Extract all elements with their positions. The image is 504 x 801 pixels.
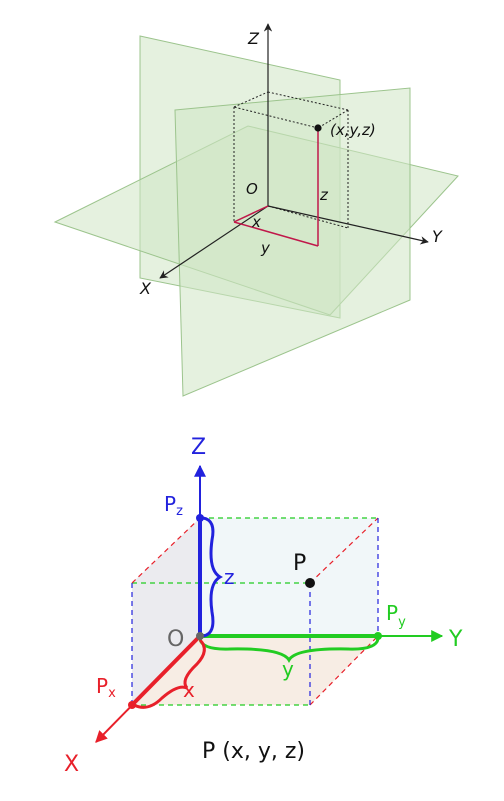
x-axis-label-bottom: X	[64, 752, 79, 777]
yz-face	[200, 518, 378, 636]
projection-box	[131, 517, 379, 706]
x-axis-label: X	[139, 279, 152, 298]
y-brace	[198, 638, 380, 663]
z-axis-label: Z	[247, 29, 260, 48]
origin-label-bottom: O	[167, 627, 184, 652]
origin-dot	[196, 632, 204, 640]
coord-x-label: x	[251, 213, 261, 231]
coord-y-label: y	[260, 239, 271, 257]
point-p-dot	[305, 578, 315, 588]
px-dot	[128, 701, 136, 709]
point-p-label: P	[293, 551, 306, 576]
x-brace	[133, 638, 206, 709]
xy-face	[132, 636, 378, 705]
pz-dot	[196, 514, 204, 522]
pz-label: Pz	[164, 492, 183, 519]
bottom-diagram: Z Y X O P Pz Py Px z y x P (x, y, z)	[64, 435, 463, 777]
coord-z-label: z	[319, 186, 329, 204]
px-label: Px	[96, 674, 116, 701]
z-brace	[202, 516, 223, 638]
x-segment	[130, 634, 202, 707]
y-brace-label: y	[282, 657, 294, 681]
x-axis	[159, 205, 269, 279]
caption: P (x, y, z)	[202, 739, 305, 764]
y-axis	[267, 205, 429, 245]
point-marker	[314, 124, 322, 132]
xz-face	[132, 518, 200, 705]
x-brace-label: x	[183, 678, 195, 702]
z-axis-label-bottom: Z	[191, 435, 206, 460]
y-axis-label: Y	[432, 227, 443, 246]
top-diagram: Z Y X O (x,y,z) x y z	[53, 23, 459, 397]
z-brace-label: z	[224, 565, 235, 589]
origin-label: O	[246, 180, 258, 198]
y-axis-label-bottom: Y	[448, 627, 463, 652]
point-label: (x,y,z)	[330, 121, 376, 139]
py-dot	[374, 632, 382, 640]
coordinate-edges	[233, 128, 319, 247]
py-label: Py	[386, 601, 406, 630]
